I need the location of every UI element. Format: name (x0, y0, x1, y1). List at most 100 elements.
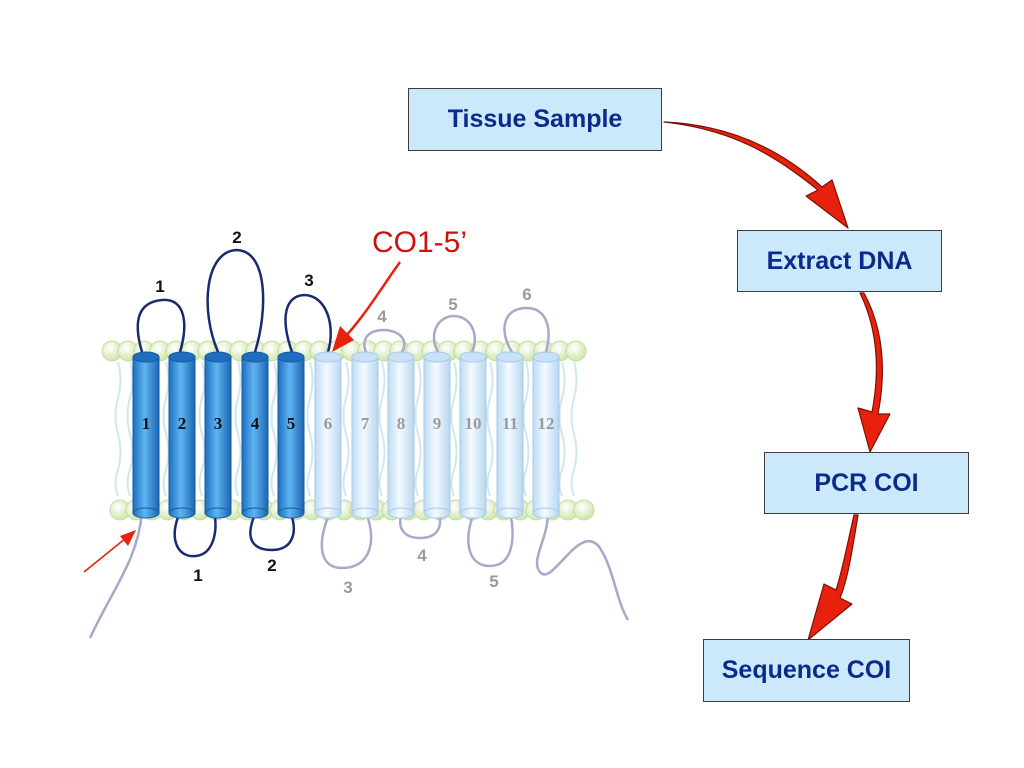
helix-number-label: 4 (251, 414, 260, 433)
lipid-tail (570, 361, 578, 497)
lipid-tail (234, 361, 242, 497)
helix-10: 10 (459, 351, 487, 519)
top-loop-2 (206, 248, 265, 353)
helix-top-cap (204, 351, 232, 363)
helix-9: 9 (423, 351, 451, 519)
lipid-tail (558, 361, 566, 497)
lipid-head-top (565, 340, 587, 362)
lipid-tail (414, 361, 422, 497)
top-loop-label: 2 (232, 228, 241, 247)
n-terminus-tail (88, 511, 144, 639)
helix-top-cap (351, 351, 379, 363)
helix-bottom-cap (241, 507, 269, 519)
lipid-tail (126, 361, 134, 497)
bottom-loop-5 (467, 511, 514, 568)
helix-5: 5 (277, 351, 305, 519)
helix-number-label: 3 (214, 414, 223, 433)
helix-number-label: 1 (142, 414, 151, 433)
step-box-tissue-sample: Tissue Sample (408, 88, 662, 151)
helix-number-label: 2 (178, 414, 187, 433)
helix-body (241, 356, 269, 514)
helix-bottom-cap (459, 507, 487, 519)
helix-top-cap (168, 351, 196, 363)
helix-body (132, 356, 160, 514)
top-loop-label: 4 (377, 307, 387, 326)
helix-bottom-cap (277, 507, 305, 519)
helix-number-label: 5 (287, 414, 296, 433)
arrow-tissue-to-dna (663, 121, 849, 229)
helix-top-cap (277, 351, 305, 363)
helix-3: 3 (204, 351, 232, 519)
step-box-sequence-coi: Sequence COI (703, 639, 910, 702)
lipid-tail (486, 361, 494, 497)
lipid-tail (378, 361, 386, 497)
helix-number-label: 12 (538, 414, 555, 433)
helix-body (204, 356, 232, 514)
bottom-loop-label: 5 (489, 572, 498, 591)
top-loop-label: 1 (155, 277, 164, 296)
bottom-loop-4 (399, 511, 442, 540)
helix-body (168, 356, 196, 514)
helix-number-label: 6 (324, 414, 333, 433)
helix-4: 4 (241, 351, 269, 519)
helix-top-cap (132, 351, 160, 363)
lipid-tail (198, 361, 206, 497)
helix-body (496, 356, 524, 514)
helix-bottom-cap (204, 507, 232, 519)
lipid-tail (450, 361, 458, 497)
arrow-dna-to-pcr (857, 292, 891, 453)
helix-number-label: 10 (465, 414, 482, 433)
helix-top-cap (423, 351, 451, 363)
lipid-tail (306, 361, 314, 497)
helix-top-cap (241, 351, 269, 363)
helix-top-cap (459, 351, 487, 363)
helix-bottom-cap (532, 507, 560, 519)
lipid-tail (522, 361, 530, 497)
start-pointer-arrow-shaft (83, 537, 127, 573)
helix-body (277, 356, 305, 514)
top-loop-5 (432, 314, 477, 353)
helix-body (387, 356, 415, 514)
helix-12: 12 (532, 351, 560, 519)
callout-arrow-shaft (341, 261, 402, 341)
bottom-loop-label: 2 (267, 556, 276, 575)
helix-bottom-cap (351, 507, 379, 519)
helix-bottom-cap (496, 507, 524, 519)
helix-number-label: 9 (433, 414, 442, 433)
helix-loops (88, 248, 630, 639)
helix-bottom-cap (387, 507, 415, 519)
lipid-tail (114, 361, 122, 497)
top-loop-3 (284, 293, 332, 353)
helix-7: 7 (351, 351, 379, 519)
lipid-tail (270, 361, 278, 497)
helix-number-label: 7 (361, 414, 370, 433)
bottom-loop-label: 3 (343, 578, 352, 597)
bottom-loop-2 (249, 511, 295, 552)
lipid-tail (342, 361, 350, 497)
helix-top-cap (532, 351, 560, 363)
step-box-pcr-coi: PCR COI (764, 452, 969, 514)
top-loop-label: 3 (304, 271, 313, 290)
c-terminus-tail (535, 511, 630, 621)
helix-bottom-cap (314, 507, 342, 519)
helix-2: 2 (168, 351, 196, 519)
helix-body (314, 356, 342, 514)
top-loop-4 (363, 328, 406, 353)
helix-body (532, 356, 560, 514)
helix-11: 11 (496, 351, 524, 519)
callout-arrow-head (332, 326, 354, 352)
helix-top-cap (387, 351, 415, 363)
top-loop-label: 5 (448, 295, 457, 314)
bottom-loop-1 (173, 511, 217, 558)
helix-top-cap (314, 351, 342, 363)
helix-bottom-cap (132, 507, 160, 519)
bottom-loop-3 (320, 511, 373, 570)
helix-number-label: 8 (397, 414, 406, 433)
helix-bottom-cap (168, 507, 196, 519)
top-loop-1 (136, 298, 186, 353)
helix-body (423, 356, 451, 514)
